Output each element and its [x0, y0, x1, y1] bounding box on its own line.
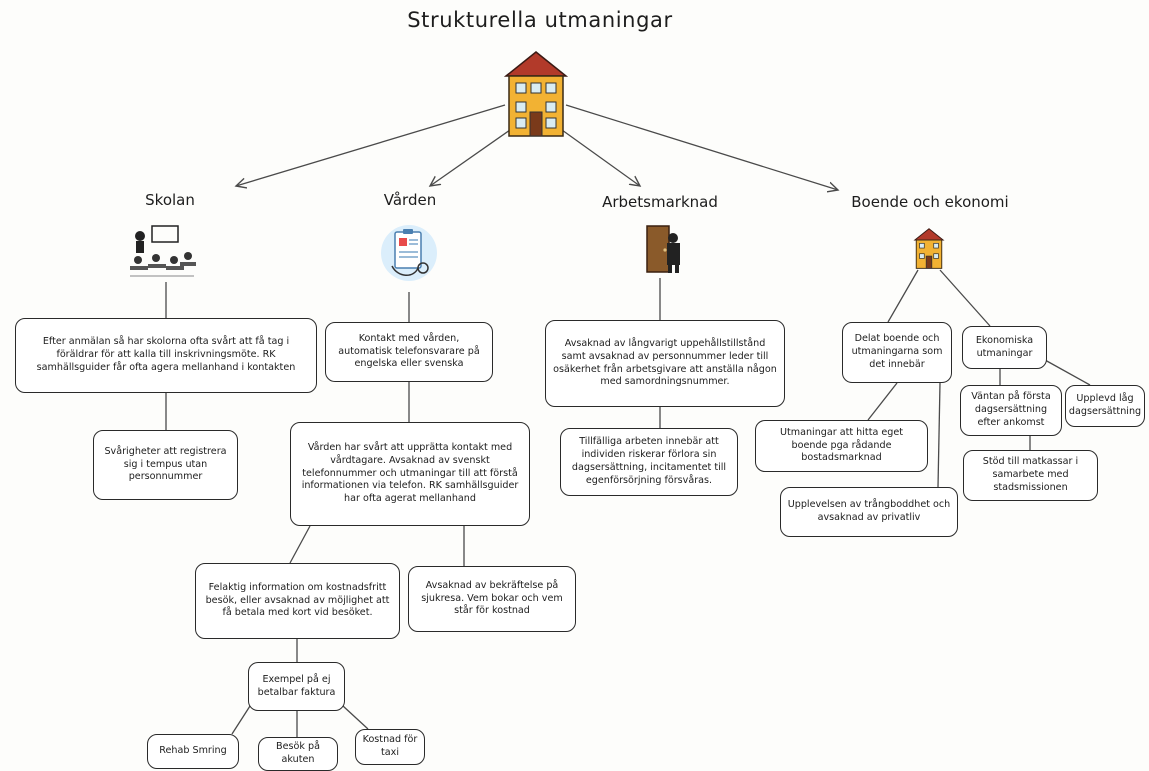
category-varden: Vården — [383, 191, 437, 209]
node-varden-sjukresa: Avsaknad av bekräftelse på sjukresa. Vem… — [408, 566, 576, 632]
node-varden-telefonsvarare: Kontakt med vården, automatisk telefonsv… — [325, 322, 493, 382]
classroom-icon — [130, 225, 196, 277]
node-varden-akuten: Besök på akuten — [258, 737, 338, 771]
node-skolan-inskrivning: Efter anmälan så har skolorna ofta svårt… — [15, 318, 317, 393]
arrow-to-boende — [565, 104, 838, 190]
arrow-to-arbetsmarknad — [561, 129, 640, 186]
small-house-icon — [913, 228, 945, 269]
worker-door-icon — [646, 225, 680, 273]
node-ekonomi-vantan: Väntan på första dagsersättning efter an… — [960, 385, 1062, 436]
arrow-to-skolan — [236, 104, 506, 186]
category-boende-ekonomi: Boende och ekonomi — [851, 193, 1009, 211]
category-skolan: Skolan — [145, 191, 195, 209]
node-varden-kontakt: Vården har svårt att upprätta kontakt me… — [290, 422, 530, 526]
node-varden-kostnadsfritt: Felaktig information om kostnadsfritt be… — [195, 563, 400, 639]
arrow-to-varden — [430, 129, 511, 186]
node-varden-taxi: Kostnad för taxi — [355, 729, 425, 765]
node-ekonomi-utmaningar: Ekonomiska utmaningar — [962, 326, 1047, 369]
node-varden-faktura: Exempel på ej betalbar faktura — [248, 662, 345, 711]
node-ekonomi-matkassar: Stöd till matkassar i samarbete med stad… — [963, 450, 1098, 501]
node-ekonomi-lag-dagsersattning: Upplevd låg dagsersättning — [1065, 385, 1145, 427]
node-boende-delat: Delat boende och utmaningarna som det in… — [842, 322, 952, 383]
node-skolan-tempus: Svårigheter att registrera sig i tempus … — [93, 430, 238, 500]
diagram-title: Strukturella utmaningar — [407, 8, 673, 32]
node-arbete-tillfalliga: Tillfälliga arbeten innebär att individe… — [560, 428, 738, 496]
category-arbetsmarknad: Arbetsmarknad — [602, 193, 718, 211]
medical-clipboard-icon — [381, 225, 437, 281]
house-icon — [503, 51, 569, 137]
node-boende-eget: Utmaningar att hitta eget boende pga råd… — [755, 420, 928, 472]
node-varden-rehab: Rehab Smring — [147, 734, 239, 769]
node-arbete-uppehallstillstand: Avsaknad av långvarigt uppehållstillstån… — [545, 320, 785, 407]
node-boende-trangboddhet: Upplevelsen av trångboddhet och avsaknad… — [780, 487, 958, 537]
